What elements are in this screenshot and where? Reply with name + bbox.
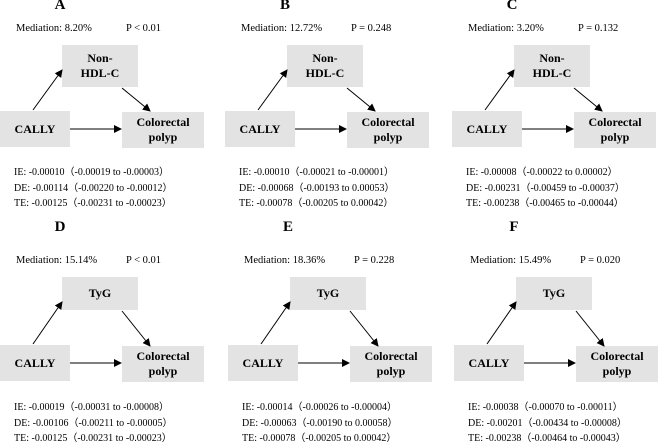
p-number: < 0.01 (134, 23, 161, 34)
effect-estimates: IE: -0.00010（-0.00021 to -0.00001） DE: -… (239, 165, 395, 212)
indirect-effect: IE: -0.00014（-0.00026 to -0.00004） (242, 402, 397, 413)
exposure-box: CALLY (452, 111, 522, 147)
mediator-box: Non-HDL-C (62, 45, 138, 87)
p-number: 0.132 (594, 23, 619, 34)
mediator-box: TyG (290, 277, 366, 310)
p-value: P < 0.01 (126, 23, 161, 34)
p-value: P = 0.228 (354, 255, 394, 266)
p-number: 0.020 (596, 255, 621, 266)
panel-letter: A (54, 0, 66, 13)
arrow-mediator-to-outcome (121, 310, 151, 347)
arrow-mediator-to-outcome (346, 87, 376, 112)
p-label: P = (578, 23, 595, 34)
mediator-box: Non-HDL-C (514, 45, 590, 87)
arrow-mediator-to-outcome (349, 310, 379, 347)
effect-estimates: IE: -0.00038（-0.00070 to -0.00011） DE: -… (468, 400, 627, 447)
effect-estimates: IE: -0.00010（-0.00019 to -0.00003） DE: -… (14, 165, 173, 212)
p-value: P = 0.248 (351, 23, 391, 34)
arrow-exposure-to-mediator (484, 69, 515, 111)
exposure-box: CALLY (228, 345, 298, 381)
panel-letter: F (509, 219, 519, 235)
direct-effect: DE: -0.00114（-0.00220 to -0.00012） (14, 182, 173, 194)
effect-estimates: IE: -0.00014（-0.00026 to -0.00004） DE: -… (242, 400, 398, 447)
mediation-panel: D Mediation: 15.14% P < 0.01 TyG CALLY C… (0, 219, 210, 444)
mediation-percentage: Mediation: 15.14% (16, 255, 98, 266)
mediation-panel: B Mediation: 12.72% P = 0.248 Non-HDL-C … (225, 0, 435, 215)
arrow-mediator-to-outcome (575, 310, 605, 347)
path-arrows (484, 69, 603, 133)
p-number: 0.228 (370, 255, 395, 266)
path-arrows (257, 69, 376, 133)
mediation-percentage: Mediation: 15.49% (470, 255, 552, 266)
mediation-panel: A Mediation: 8.20% P < 0.01 Non-HDL-C CA… (0, 0, 210, 215)
panel-letter: E (282, 219, 293, 235)
direct-effect: DE: -0.00231（-0.00459 to -0.00037） (466, 182, 625, 194)
effect-estimates: IE: -0.00008（-0.00022 to 0.00002） DE: -0… (466, 165, 625, 212)
total-effect: TE: -0.00125（-0.00231 to -0.00023） (14, 433, 172, 444)
mediator-box: TyG (516, 277, 592, 310)
indirect-effect: IE: -0.00008（-0.00022 to 0.00002） (466, 167, 618, 178)
arrow-exposure-to-mediator (32, 301, 63, 345)
mediation-panel: E Mediation: 18.36% P = 0.228 TyG CALLY … (228, 219, 438, 444)
path-arrows (32, 69, 151, 133)
p-value: P = 0.020 (580, 255, 620, 266)
total-effect: TE: -0.00078（-0.00205 to 0.00042） (242, 433, 397, 444)
mediation-percentage: Mediation: 12.72% (241, 23, 323, 34)
indirect-effect: IE: -0.00010（-0.00019 to -0.00003） (14, 167, 169, 178)
p-number: < 0.01 (134, 255, 161, 266)
indirect-effect: IE: -0.00010（-0.00021 to -0.00001） (239, 167, 394, 178)
mediation-percentage: Mediation: 18.36% (244, 255, 326, 266)
direct-effect: DE: -0.00063（-0.00190 to 0.00058） (242, 417, 398, 429)
direct-effect: DE: -0.00106（-0.00211 to -0.00005） (14, 417, 173, 429)
mediation-percentage: Mediation: 3.20% (468, 23, 544, 34)
mediation-percentage: Mediation: 8.20% (16, 23, 92, 34)
exposure-box: CALLY (0, 111, 70, 147)
total-effect: TE: -0.00238（-0.00464 to -0.00043） (468, 433, 626, 444)
total-effect: TE: -0.00238（-0.00465 to -0.00044） (466, 198, 624, 209)
p-number: 0.248 (367, 23, 392, 34)
arrow-exposure-to-mediator (486, 301, 517, 345)
p-label: P = (354, 255, 371, 266)
panel-letter: D (54, 219, 66, 235)
exposure-box: CALLY (0, 345, 70, 381)
indirect-effect: IE: -0.00038（-0.00070 to -0.00011） (468, 402, 623, 413)
total-effect: TE: -0.00078（-0.00205 to 0.00042） (239, 198, 394, 209)
mediator-box: Non-HDL-C (287, 45, 363, 87)
direct-effect: DE: -0.00201（-0.00434 to -0.00008） (468, 417, 627, 429)
p-label: P = (351, 23, 368, 34)
mediator-box: TyG (62, 277, 138, 310)
direct-effect: DE: -0.00068（-0.00193 to 0.00053） (239, 182, 395, 194)
panel-letter: C (506, 0, 518, 13)
panel-letter: B (279, 0, 290, 13)
path-arrows (32, 301, 151, 367)
path-arrows (260, 301, 379, 367)
arrow-exposure-to-mediator (257, 69, 288, 111)
indirect-effect: IE: -0.00019（-0.00031 to -0.00008） (14, 402, 169, 413)
arrow-exposure-to-mediator (260, 301, 291, 345)
arrow-mediator-to-outcome (573, 87, 603, 112)
p-value: P = 0.132 (578, 23, 618, 34)
arrow-mediator-to-outcome (121, 87, 151, 112)
p-label: P (126, 23, 135, 34)
p-label: P (126, 255, 135, 266)
exposure-box: CALLY (454, 345, 524, 381)
arrow-exposure-to-mediator (32, 69, 63, 111)
path-arrows (486, 301, 605, 367)
effect-estimates: IE: -0.00019（-0.00031 to -0.00008） DE: -… (14, 400, 173, 447)
p-value: P < 0.01 (126, 255, 161, 266)
mediation-panel: F Mediation: 15.49% P = 0.020 TyG CALLY … (454, 219, 664, 444)
exposure-box: CALLY (225, 111, 295, 147)
p-label: P = (580, 255, 597, 266)
mediation-panel: C Mediation: 3.20% P = 0.132 Non-HDL-C C… (452, 0, 662, 215)
total-effect: TE: -0.00125（-0.00231 to -0.00023） (14, 198, 172, 209)
